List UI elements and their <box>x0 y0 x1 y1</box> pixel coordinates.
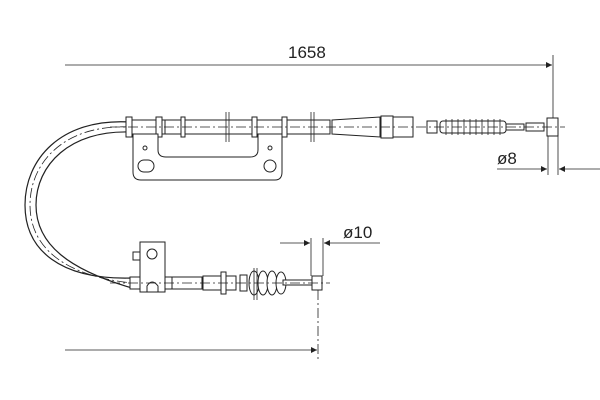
upper-cable-assembly <box>110 112 565 142</box>
upper-diameter-dimension: ø8 <box>497 136 600 175</box>
upper-diameter-label: ø8 <box>497 149 517 168</box>
cable-curve <box>24 121 133 289</box>
lower-cable-assembly <box>110 241 330 300</box>
overall-length-dimension: 1658 <box>65 43 554 120</box>
lower-diameter-label: ø10 <box>343 223 372 242</box>
mounting-bracket <box>132 133 283 181</box>
overall-length-label: 1658 <box>288 43 326 62</box>
bottom-reference-dimension <box>65 290 319 360</box>
lower-diameter-dimension: ø10 <box>280 223 380 276</box>
